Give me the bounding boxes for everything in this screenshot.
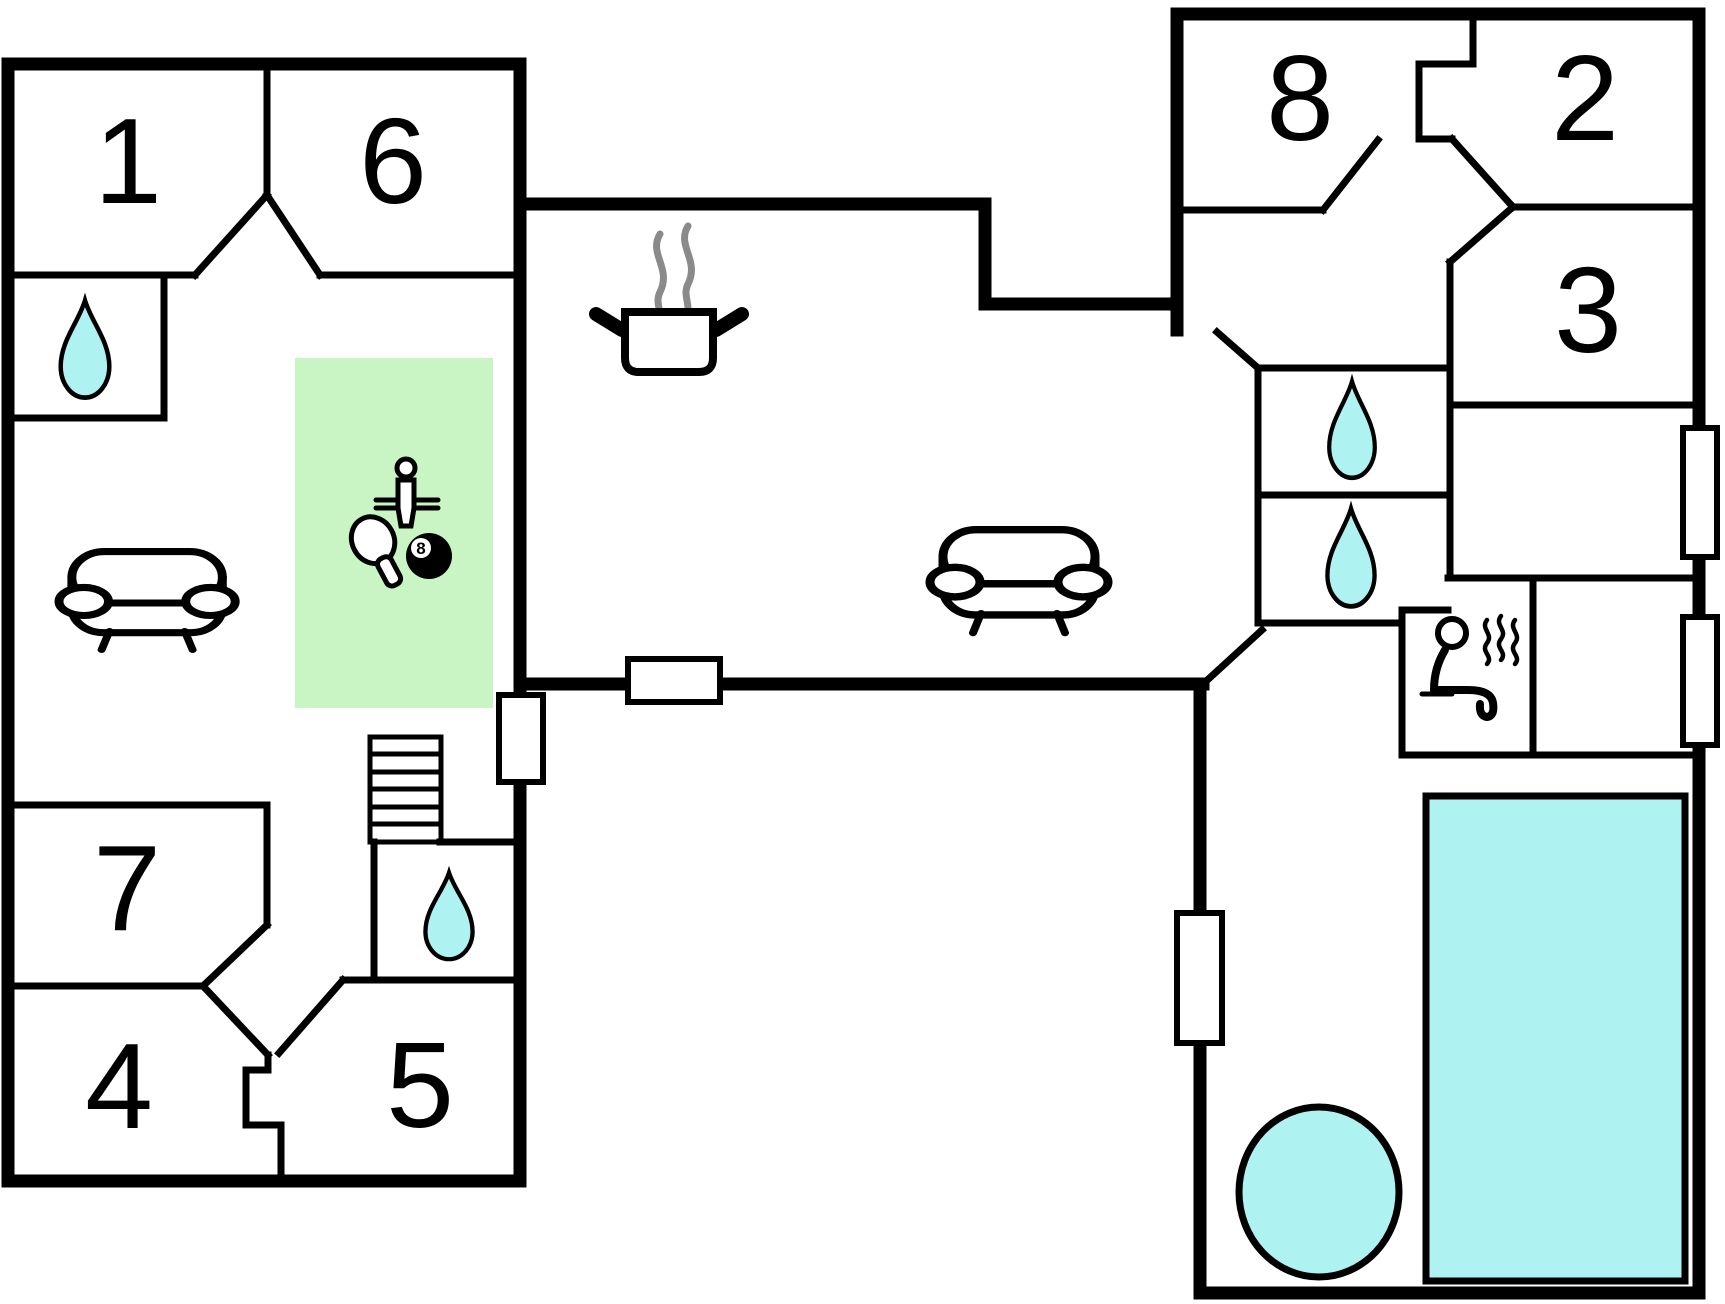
room-label-6: 6 — [359, 93, 427, 229]
room-label-5: 5 — [386, 1017, 454, 1153]
hot-tub — [1235, 1103, 1403, 1281]
side-door — [496, 692, 546, 785]
pool-room-door — [1174, 910, 1225, 1046]
right-building-outline — [1170, 7, 1706, 1300]
terrace-door — [625, 656, 723, 705]
water-drop-icon — [1329, 381, 1375, 477]
bathroom-icons — [61, 300, 1375, 959]
left-building-interior-walls — [4, 58, 524, 1185]
room-label-3: 3 — [1554, 242, 1622, 378]
stairs-icon — [367, 734, 444, 845]
sauna-icon — [1419, 613, 1520, 722]
steam-icon — [681, 222, 695, 324]
steam-icon — [1510, 617, 1520, 667]
openings — [496, 425, 1720, 1046]
window-right-lower — [1680, 614, 1720, 748]
game-room-icon: 8 — [348, 456, 452, 589]
room-label-7: 7 — [93, 820, 161, 956]
eight-ball-label: 8 — [416, 539, 425, 558]
eight-ball-icon — [406, 533, 452, 579]
left-building-outline — [1, 57, 527, 1188]
middle-top-wall — [513, 197, 1184, 311]
room-label-8: 8 — [1266, 30, 1334, 166]
pool — [1422, 792, 1689, 1285]
room-label-1: 1 — [94, 93, 162, 229]
sofa-icon — [59, 552, 235, 650]
water-drop-icon — [61, 300, 110, 397]
room-label-2: 2 — [1551, 30, 1619, 166]
water-drop-icon — [1327, 508, 1374, 606]
right-building-interior-walls — [1173, 10, 1703, 759]
room-label-4: 4 — [85, 1018, 153, 1154]
sofa-icon — [930, 530, 1108, 633]
window-right-upper — [1680, 425, 1720, 560]
steam-icon — [1482, 617, 1492, 667]
water-drop-icon — [425, 873, 472, 959]
room-labels: 1 6 8 2 3 7 4 5 — [85, 30, 1622, 1154]
cooking-pot-icon — [589, 222, 749, 376]
steam-icon — [1496, 613, 1506, 663]
